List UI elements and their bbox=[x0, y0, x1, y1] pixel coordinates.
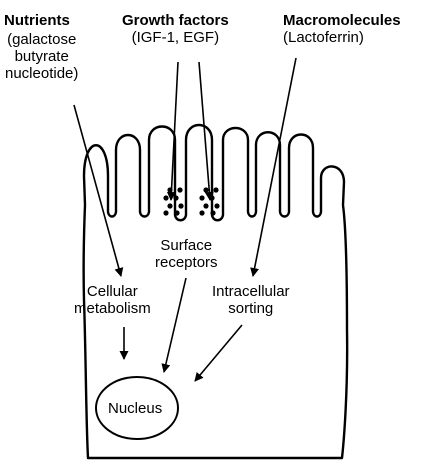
growth-factors-title: Growth factors bbox=[122, 12, 229, 29]
cellular-metabolism-label: Cellular metabolism bbox=[74, 283, 151, 317]
growth-factors-examples: (IGF-1, EGF) bbox=[122, 29, 229, 46]
nutrients-line-1: (galactose bbox=[5, 31, 78, 48]
nutrients-label: Nutrients bbox=[4, 12, 70, 29]
receptor-cluster-left bbox=[163, 187, 183, 215]
macromolecules-examples: (Lactoferrin) bbox=[283, 29, 401, 46]
nutrients-list: (galactose butyrate nucleotide) bbox=[5, 31, 78, 82]
surface-receptors-line-1: Surface bbox=[155, 237, 218, 254]
arrow-nutrients-to-metabolism bbox=[74, 105, 121, 276]
surface-receptors-label: Surface receptors bbox=[155, 237, 218, 271]
nutrients-title: Nutrients bbox=[4, 12, 70, 29]
intracellular-sorting-line-2: sorting bbox=[212, 300, 290, 317]
arrow-sorting-to-nucleus bbox=[195, 325, 242, 381]
nutrients-line-3: nucleotide) bbox=[5, 65, 78, 82]
macromolecules-title: Macromolecules bbox=[283, 12, 401, 29]
intracellular-sorting-label: Intracellular sorting bbox=[212, 283, 290, 317]
macromolecules-label: Macromolecules (Lactoferrin) bbox=[283, 12, 401, 46]
arrow-receptors-to-nucleus bbox=[164, 278, 186, 372]
surface-receptors-line-2: receptors bbox=[155, 254, 218, 271]
intracellular-sorting-line-1: Intracellular bbox=[212, 283, 290, 300]
cellular-metabolism-line-2: metabolism bbox=[74, 300, 151, 317]
nucleus-label: Nucleus bbox=[108, 400, 162, 417]
nutrients-line-2: butyrate bbox=[5, 48, 78, 65]
growth-factors-label: Growth factors (IGF-1, EGF) bbox=[122, 12, 229, 46]
cellular-metabolism-line-1: Cellular bbox=[74, 283, 151, 300]
